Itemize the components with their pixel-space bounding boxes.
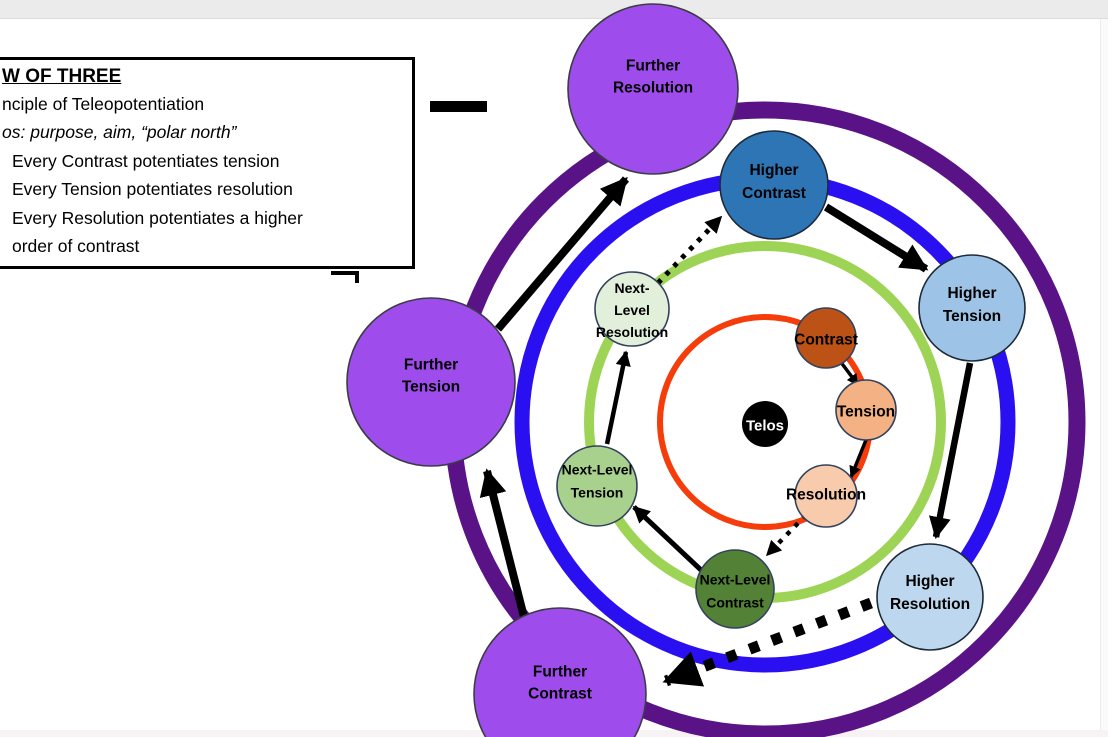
node-circle-further-resolution: [567, 3, 739, 175]
arrow-next-level-resolution-to-higher-contrast: [656, 215, 723, 285]
node-label-telos: Telos: [746, 417, 784, 434]
node-circle-contrast: [795, 307, 857, 369]
right-gray-bar: [1100, 19, 1108, 737]
node-circle-higher-resolution: [876, 543, 984, 651]
law-of-three-textbox: W OF THREE nciple of Teleopotentiation o…: [0, 57, 415, 269]
arrow-higher-contrast-to-higher-tension: [823, 203, 929, 273]
textbox-title: W OF THREE: [2, 66, 122, 87]
arrow-contrast-to-tension: [838, 359, 860, 387]
textbox-line: os: purpose, aim, “polar north”: [2, 122, 237, 143]
arrow-further-contrast-to-further-tension: [479, 468, 528, 618]
arrow-tension-to-resolution: [849, 439, 868, 479]
node-label-resolution: Resolution: [786, 486, 866, 503]
node-circle-higher-contrast: [719, 130, 829, 240]
arrow-next-level-tension-to-next-level-resolution: [604, 350, 631, 445]
stray-mark-b2: [355, 271, 359, 283]
arrow-higher-tension-to-higher-resolution: [928, 362, 974, 540]
node-label-tension: Tension: [837, 403, 895, 420]
node-circle-telos: [742, 401, 788, 447]
textbox-line: nciple of Teleopotentiation: [2, 94, 205, 114]
node-circle-resolution: [794, 464, 858, 528]
arrow-next-level-contrast-to-next-level-tension: [632, 505, 703, 572]
textbox-line: Every Tension potentiates resolution: [12, 179, 293, 200]
top-gray-bar: [0, 0, 1108, 19]
node-circle-further-tension: [346, 297, 516, 467]
textbox-line: Every Contrast potentiates tension: [12, 150, 280, 171]
node-circle-tension: [835, 379, 897, 441]
node-label-contrast: Contrast: [794, 331, 858, 348]
node-tension: Tension: [835, 379, 897, 441]
node-circle-higher-tension: [918, 254, 1026, 362]
stray-mark-a: [430, 101, 487, 112]
node-circle-further-contrast: [473, 607, 647, 737]
node-circle-next-level-contrast: [695, 549, 775, 629]
node-contrast: Contrast: [794, 307, 858, 369]
textbox-line: Every Resolution potentiates a higher: [12, 207, 303, 228]
textbox-line: order of contrast: [12, 236, 140, 257]
node-telos: Telos: [742, 401, 788, 447]
node-circle-next-level-tension: [556, 445, 638, 527]
arrow-further-tension-to-further-resolution: [494, 176, 630, 332]
arrow-resolution-to-next-level-contrast: [765, 513, 808, 557]
node-circle-next-level-resolution: [594, 271, 670, 347]
node-resolution: Resolution: [786, 464, 866, 528]
stray-mark-b1: [331, 271, 359, 275]
